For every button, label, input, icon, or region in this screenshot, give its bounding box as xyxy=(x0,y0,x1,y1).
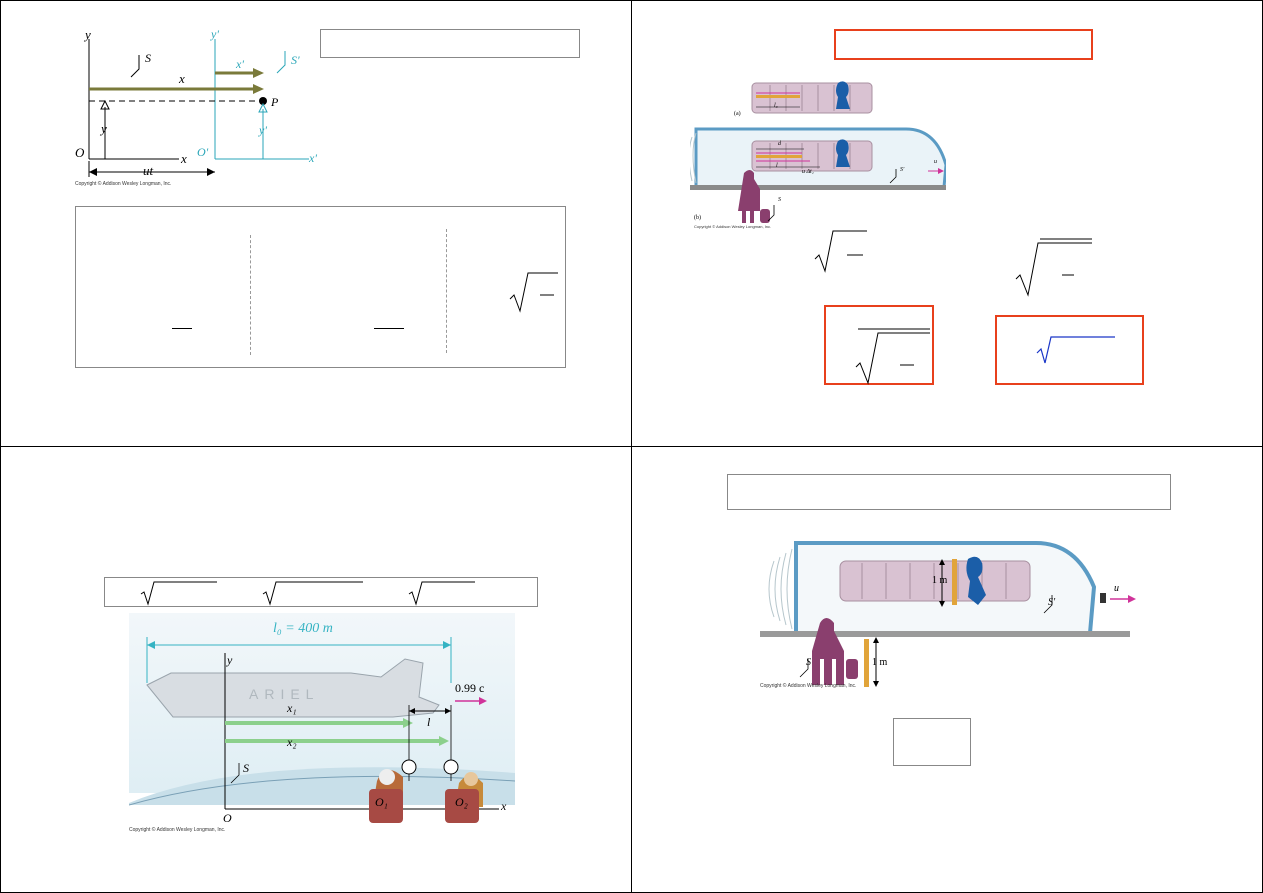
sqrt-symbol xyxy=(408,581,475,606)
label-l0: l₀ xyxy=(774,103,778,109)
arrow-x-label: x xyxy=(179,71,185,86)
label-b: (b) xyxy=(694,215,701,221)
x2-label: x₂ xyxy=(287,735,297,749)
ut-label: ut xyxy=(143,163,154,178)
equations-box xyxy=(75,206,566,368)
label-l: l xyxy=(776,163,778,169)
train-meter-stick-figure: 1 m 1 m S' S u Copyright © Addison Wesle… xyxy=(760,541,1138,693)
train-light-clock-figure: (a) (b) l₀ d l u Δt₁ u S' S Copyright © … xyxy=(690,77,946,235)
label-a: (a) xyxy=(734,111,741,117)
result-box xyxy=(995,315,1144,385)
u-label: u xyxy=(1114,583,1119,594)
origin-label: O xyxy=(223,811,232,825)
copyright-text: Copyright © Addison Wesley Longman, Inc. xyxy=(760,683,857,689)
frame-s-label: S xyxy=(778,197,781,203)
origin-label: O xyxy=(75,145,85,160)
formula-bar xyxy=(104,577,538,607)
label-u: u xyxy=(934,159,937,165)
l-label: l xyxy=(427,715,431,729)
slide-galilean-transform: y y' S S' x x' P y y' O x O' x' ut Copyr… xyxy=(0,0,632,447)
frame-s-prime-label: S' xyxy=(1048,597,1056,608)
svg-text:ARIEL: ARIEL xyxy=(249,686,319,702)
observer-2-label: O₂ xyxy=(455,795,468,809)
copyright-text: Copyright © Addison Wesley Longman, Inc. xyxy=(694,224,772,229)
title-box xyxy=(727,474,1171,510)
copyright-text: Copyright © Addison Wesley Longman, Inc. xyxy=(129,827,226,833)
y-label: y xyxy=(101,121,107,136)
meter-train-label: 1 m xyxy=(932,575,948,586)
frame-s-prime-label: S' xyxy=(291,53,300,67)
column-divider xyxy=(446,229,447,353)
title-box xyxy=(834,29,1093,60)
l0-label: l₀ = 400 m xyxy=(273,621,333,636)
slide-length-contraction-derivation: (a) (b) l₀ d l u Δt₁ u S' S Copyright © … xyxy=(631,0,1263,447)
sqrt-symbol xyxy=(509,272,558,313)
spaceship-figure: ARIEL xyxy=(129,613,515,837)
axis-y-label: y xyxy=(227,653,233,667)
copyright-text: Copyright © Addison Wesley Longman, Inc. xyxy=(75,181,172,187)
axis-y-prime-label: y' xyxy=(211,27,219,41)
label-udt: u Δt₁ xyxy=(802,169,814,175)
point-p-label: P xyxy=(271,95,279,109)
sqrt-symbol xyxy=(262,581,363,606)
sqrt-symbol xyxy=(1015,238,1092,297)
origin-prime-label: O' xyxy=(197,145,209,159)
sqrt-symbol xyxy=(140,581,217,606)
speed-label: 0.99 c xyxy=(455,681,485,695)
answer-box xyxy=(893,718,971,766)
axis-x-prime-label: x' xyxy=(309,151,317,165)
galilean-frames-figure: y y' S S' x x' P y y' O x O' x' ut Copyr… xyxy=(69,27,325,192)
frame-s-prime-label: S' xyxy=(900,167,905,173)
sqrt-symbol xyxy=(1036,336,1115,364)
title-box xyxy=(320,29,580,58)
label-d: d xyxy=(778,141,781,147)
slide-spaceship-contraction: ARIEL xyxy=(0,446,632,893)
axis-y-label: y xyxy=(85,27,91,42)
sqrt-symbol xyxy=(855,328,930,385)
fraction-bar xyxy=(172,328,192,329)
frame-s-label: S xyxy=(243,761,249,775)
result-box xyxy=(824,305,934,385)
frame-s-label: S xyxy=(145,51,151,65)
axis-x-label: x xyxy=(501,799,507,813)
frame-s-label: S xyxy=(806,657,811,668)
y-prime-label: y' xyxy=(259,123,267,137)
sqrt-symbol xyxy=(814,230,867,273)
meter-ground-label: 1 m xyxy=(872,657,888,668)
arrow-x-prime-label: x' xyxy=(236,57,244,71)
axis-x-label: x xyxy=(181,151,187,166)
observer-1-label: O₁ xyxy=(375,795,388,809)
slide-transverse-length: 1 m 1 m S' S u Copyright © Addison Wesle… xyxy=(631,446,1263,893)
x1-label: x₁ xyxy=(287,701,297,715)
column-divider xyxy=(250,235,251,355)
fraction-bar xyxy=(374,328,404,329)
